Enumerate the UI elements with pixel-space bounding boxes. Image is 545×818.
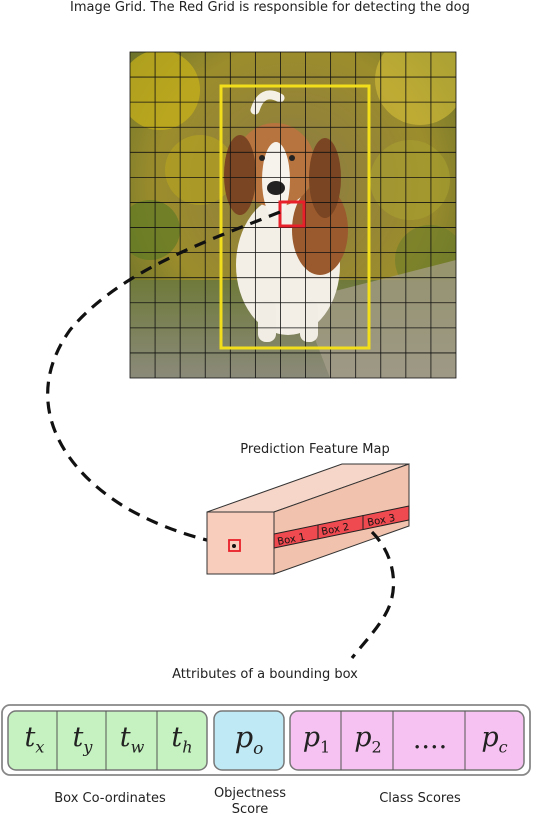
objectness-label-line1: Objectness	[213, 786, 287, 801]
dashed-connector-top	[46, 210, 281, 548]
box-coordinates-label: Box Co-ordinates	[54, 791, 166, 806]
dashed-connector-bottom	[350, 530, 396, 659]
box-3-label: Box 3	[366, 513, 396, 529]
tx-cell: tx	[24, 722, 45, 757]
p2-cell: p2	[354, 722, 382, 757]
po-cell: po	[234, 720, 264, 759]
objectness-cell	[213, 710, 285, 771]
box-1-label: Box 1	[276, 532, 306, 548]
attribute-vector-outline	[1, 704, 531, 776]
objectness-label-line2: Score	[231, 802, 269, 817]
th-cell: th	[171, 722, 193, 757]
dog-bounding-box	[219, 84, 371, 350]
box-2-label: Box 2	[320, 522, 350, 538]
responsible-grid-cell	[278, 200, 306, 228]
p1-cell: p1	[302, 722, 331, 757]
image-grid	[129, 51, 457, 379]
feature-map-label: Prediction Feature Map	[240, 442, 390, 457]
tw-cell: tw	[119, 722, 145, 757]
box-coordinates-group	[7, 710, 208, 771]
pc-cell: pc	[481, 722, 508, 757]
ty-cell: ty	[72, 722, 93, 757]
feature-map-cell	[228, 539, 241, 552]
anchor-box-strip	[273, 505, 410, 549]
diagram-title: Image Grid. The Red Grid is responsible …	[70, 0, 470, 15]
ellipsis-cell: ....	[412, 724, 448, 755]
class-scores-label: Class Scores	[379, 791, 461, 806]
objectness-label: Objectness Score	[195, 786, 305, 818]
feature-map-cube: Box 1 Box 2 Box 3	[206, 463, 410, 575]
attributes-label: Attributes of a bounding box	[172, 667, 358, 682]
class-scores-group	[289, 710, 525, 771]
